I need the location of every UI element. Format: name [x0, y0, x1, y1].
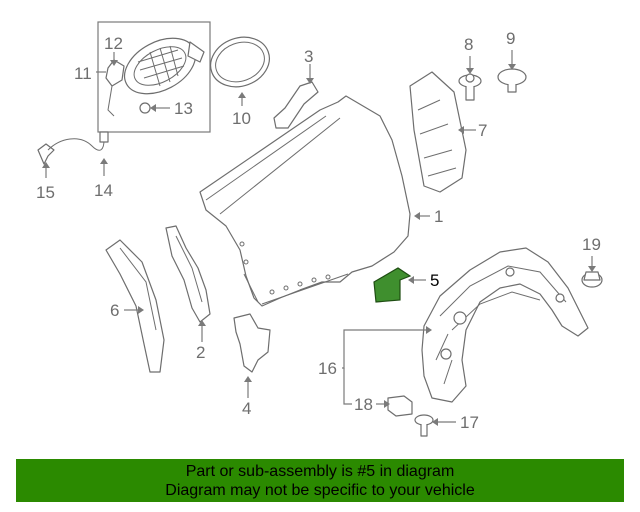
part-18-clip	[387, 395, 413, 417]
callout-4: 4	[242, 399, 251, 418]
panel-holes	[239, 241, 331, 295]
part-17-screw	[414, 414, 434, 437]
part-2-bracket	[165, 225, 211, 323]
part-15-clip	[37, 143, 55, 165]
part-4-bracket	[233, 313, 271, 373]
callout-9: 9	[506, 29, 515, 48]
info-banner: Part or sub-assembly is #5 in diagram Di…	[16, 459, 624, 502]
banner-line-2: Diagram may not be specific to your vehi…	[165, 482, 475, 499]
part-19-nut	[581, 271, 603, 288]
callout-19: 19	[582, 235, 601, 254]
callout-10: 10	[232, 109, 251, 128]
part-7-pillar-trim	[409, 71, 467, 193]
parts-diagram: 11 12 13 10 3 15 14 1 7 8 9 5 6 2 4 19 1…	[36, 21, 603, 437]
part-16-wheelhouse-liner	[421, 247, 589, 403]
callout-8: 8	[464, 35, 473, 54]
part-14-cable	[47, 138, 105, 151]
callout-12: 12	[104, 34, 123, 53]
part-9-plug	[497, 68, 527, 93]
callout-16: 16	[318, 359, 337, 378]
callout-6: 6	[110, 301, 119, 320]
callout-2: 2	[196, 343, 205, 362]
callout-11: 11	[74, 64, 92, 83]
callout-14: 14	[94, 181, 113, 200]
part-3-bracket	[273, 81, 319, 129]
callout-7: 7	[478, 121, 487, 140]
callout-5: 5	[430, 271, 439, 290]
callout-17: 17	[460, 413, 479, 432]
part-1-quarter-panel	[199, 95, 411, 307]
part-6-extension	[105, 239, 165, 373]
callout-1: 1	[434, 207, 443, 226]
callout-15: 15	[36, 183, 55, 202]
callout-3: 3	[304, 47, 313, 66]
banner-line-1: Part or sub-assembly is #5 in diagram	[185, 463, 455, 480]
leader-lines	[42, 50, 596, 426]
part-10-fuel-door	[210, 36, 270, 88]
part-5-highlighted	[373, 267, 412, 303]
callout-13: 13	[174, 99, 193, 118]
part-8-retainer	[458, 73, 482, 101]
fuel-door-assembly	[97, 21, 211, 133]
callout-18: 18	[354, 395, 373, 414]
